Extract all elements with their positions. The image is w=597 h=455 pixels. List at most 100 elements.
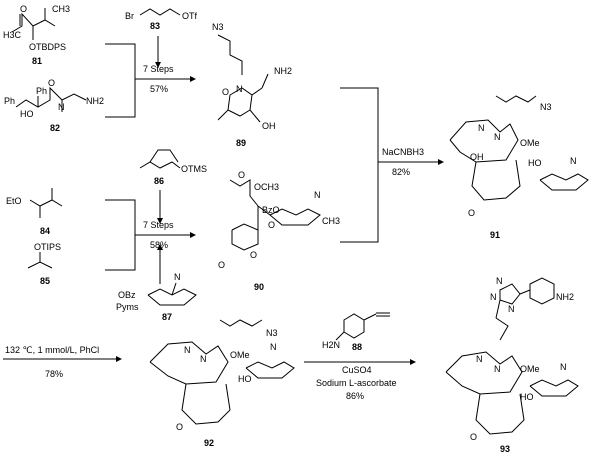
label-oh: OH <box>262 121 276 131</box>
label-otms: OTMS <box>181 164 207 174</box>
label-ho: HO <box>238 374 252 384</box>
compound-88: H2N 88 <box>322 312 390 352</box>
label-n3: N3 <box>540 102 552 112</box>
label-n-sugar: N <box>560 362 567 372</box>
label-nh2: NH2 <box>274 66 292 76</box>
step2-yield: 58% <box>150 240 168 250</box>
label-n3: N3 <box>266 328 278 338</box>
step1-yield: 57% <box>150 84 168 94</box>
arrow-step5: CuSO4 Sodium L-ascorbate 86% <box>304 359 416 401</box>
label-ho: HO <box>520 392 534 402</box>
label-n-b: N <box>494 132 501 142</box>
svg-text:H3C: H3C <box>3 30 22 40</box>
label-n-a: N <box>184 345 191 355</box>
label-n-sugar: N <box>570 156 577 166</box>
compound-87: OBz Pyms N 87 <box>116 272 197 322</box>
label-o-ring: O <box>268 220 275 230</box>
compound-83: Br OTf 83 <box>125 8 197 31</box>
label-obz: OBz <box>118 290 136 300</box>
label-br: Br <box>125 11 134 21</box>
label-otf: OTf <box>182 11 197 21</box>
label-triazole-n1: N <box>496 276 503 286</box>
step1-reagent: 7 Steps <box>143 64 174 74</box>
label-n: N <box>236 84 243 94</box>
label-triazole-n2: N <box>490 292 497 302</box>
compound-82: Ph Ph HO N NH2 O 82 <box>4 78 104 133</box>
compound-86: OTMS 86 <box>139 149 207 186</box>
step4-reagent: 132 ℃, 1 mmol/L, PhCl <box>5 345 99 355</box>
svg-text:O: O <box>20 4 27 14</box>
label-oh: OH <box>470 152 484 162</box>
arrow-step1: 7 Steps 57% <box>105 36 196 118</box>
label-o: O <box>470 432 477 442</box>
compound-number-92: 92 <box>204 438 214 448</box>
compound-number-91: 91 <box>490 230 500 240</box>
label-o: O <box>222 87 229 97</box>
label-pyms: Pyms <box>116 302 139 312</box>
svg-text:O: O <box>48 78 55 88</box>
label-n-sugar: N <box>270 342 277 352</box>
step5-reagent2: Sodium L-ascorbate <box>316 378 397 388</box>
compound-89: N3 NH2 N O OH 89 <box>212 22 292 148</box>
arrow-step3: NaCNBH3 82% <box>340 87 444 243</box>
label-ch3: CH3 <box>322 216 340 226</box>
compound-93: N N N NH2 OMe N N HO N O 93 <box>445 276 579 454</box>
label-och3: OCH3 <box>254 182 279 192</box>
compound-number-88: 88 <box>352 342 362 352</box>
label-ph-right: Ph <box>36 86 47 96</box>
label-ho: HO <box>20 109 34 119</box>
compound-91: N3 OMe N N HO OH N O 91 <box>449 95 589 240</box>
compound-81: O CH3 H3C OTBDPS 81 <box>3 4 70 66</box>
label-nh2: NH2 <box>556 292 574 302</box>
arrow-step2: 7 Steps 58% <box>105 190 196 284</box>
label-n3: N3 <box>212 22 224 32</box>
step3-yield: 82% <box>392 167 410 177</box>
label-n-b: N <box>200 354 207 364</box>
label-o-carbonyl: O <box>218 260 225 270</box>
compound-number-81: 81 <box>32 56 42 66</box>
label-ome: OMe <box>520 138 540 148</box>
compound-number-89: 89 <box>236 138 246 148</box>
label-n: N <box>174 272 181 282</box>
compound-number-87: 87 <box>162 312 172 322</box>
label-n-a: N <box>478 123 485 133</box>
compound-90: O OCH3 BzO O CH3 N O O 90 <box>218 170 340 292</box>
step5-reagent1: CuSO4 <box>342 365 372 375</box>
compound-85: OTIPS 85 <box>27 242 61 286</box>
label-n-a: N <box>476 354 483 364</box>
label-h2n: H2N <box>322 340 340 350</box>
label-otips: OTIPS <box>34 242 61 252</box>
compound-number-85: 85 <box>40 276 50 286</box>
label-ome: OMe <box>520 364 540 374</box>
label-ho: HO <box>528 158 542 168</box>
step4-yield: 78% <box>45 369 63 379</box>
label-o-lactone: O <box>250 250 257 260</box>
label-eto: EtO <box>6 196 22 206</box>
step5-yield: 86% <box>346 391 364 401</box>
label-otbdps: OTBDPS <box>29 42 66 52</box>
compound-92: N3 OMe N N HO N O 92 <box>149 319 295 448</box>
compound-number-86: 86 <box>154 176 164 186</box>
compound-84: EtO 84 <box>6 188 63 236</box>
compound-number-82: 82 <box>50 123 60 133</box>
label-n: N <box>58 102 65 112</box>
label-nh2: NH2 <box>86 96 104 106</box>
step2-reagent: 7 Steps <box>143 220 174 230</box>
compound-number-84: 84 <box>40 226 50 236</box>
label-o: O <box>176 422 183 432</box>
compound-number-93: 93 <box>500 444 510 454</box>
arrow-step4: 132 ℃, 1 mmol/L, PhCl 78% <box>3 345 122 379</box>
label-bzo: BzO <box>262 205 280 215</box>
step3-reagent: NaCNBH3 <box>382 147 424 157</box>
compound-number-90: 90 <box>254 282 264 292</box>
label-n: N <box>314 190 321 200</box>
label-o: O <box>468 208 475 218</box>
svg-text:O: O <box>238 170 245 180</box>
compound-number-83: 83 <box>150 21 160 31</box>
svg-text:CH3: CH3 <box>52 4 70 14</box>
label-ome: OMe <box>230 350 250 360</box>
label-n-b: N <box>494 364 501 374</box>
label-ph-left: Ph <box>4 96 15 106</box>
label-triazole-n3: N <box>508 304 515 314</box>
